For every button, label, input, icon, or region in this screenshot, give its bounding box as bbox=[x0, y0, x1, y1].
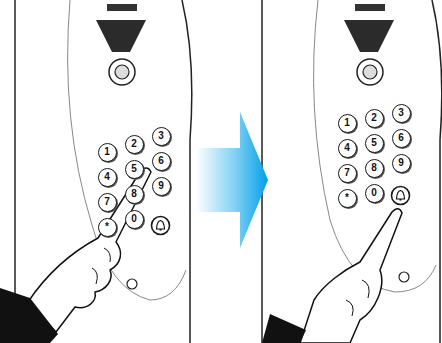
keypad-key: 6 bbox=[392, 129, 411, 148]
key-digit: * bbox=[105, 222, 109, 232]
entry-panel bbox=[15, 0, 192, 343]
keypad-key: 4 bbox=[98, 168, 117, 187]
key-digit: 0 bbox=[131, 214, 137, 224]
microphone-hole bbox=[399, 272, 409, 282]
keypad-key: 7 bbox=[98, 193, 117, 212]
keypad-key: 3 bbox=[152, 127, 171, 146]
name-plate bbox=[107, 4, 137, 11]
keypad-key: 2 bbox=[365, 109, 384, 128]
key-digit: 3 bbox=[158, 131, 164, 141]
keypad-key: 5 bbox=[365, 134, 384, 153]
keypad-key: * bbox=[338, 189, 357, 208]
keypad-key: 7 bbox=[338, 164, 357, 183]
keypad-key: 1 bbox=[98, 143, 117, 162]
key-digit: * bbox=[345, 193, 349, 203]
keypad-key: 1 bbox=[338, 114, 357, 133]
key-digit: 4 bbox=[344, 143, 350, 153]
key-digit: 0 bbox=[371, 188, 377, 198]
speaker-grille bbox=[96, 20, 146, 52]
keypad-key: 8 bbox=[365, 159, 384, 178]
microphone-hole bbox=[127, 279, 137, 289]
name-plate bbox=[355, 4, 385, 11]
call-key bbox=[152, 217, 170, 235]
keypad-key: * bbox=[98, 218, 117, 237]
key-digit: 7 bbox=[344, 168, 350, 178]
step-arrow bbox=[196, 112, 268, 248]
key-digit: 4 bbox=[104, 172, 110, 182]
key-digit: 2 bbox=[131, 139, 137, 149]
key-digit: 1 bbox=[344, 118, 350, 128]
keypad-key: 9 bbox=[152, 177, 171, 196]
key-digit: 3 bbox=[398, 108, 404, 118]
keypad-key: 6 bbox=[152, 152, 171, 171]
key-digit: 2 bbox=[371, 113, 377, 123]
pressing-hand bbox=[0, 168, 151, 343]
key-digit: 7 bbox=[104, 197, 110, 207]
call-key bbox=[392, 187, 410, 205]
keypad-key: 9 bbox=[392, 154, 411, 173]
entry-panel bbox=[262, 0, 442, 343]
key-digit: 8 bbox=[131, 189, 137, 199]
key-digit: 5 bbox=[371, 138, 377, 148]
keypad-key: 5 bbox=[125, 160, 144, 179]
key-digit: 1 bbox=[104, 147, 110, 157]
keypad-key: 2 bbox=[125, 135, 144, 154]
camera-lens bbox=[109, 59, 135, 85]
speaker-grille bbox=[344, 20, 394, 52]
keypad-key: 3 bbox=[392, 104, 411, 123]
key-digit: 9 bbox=[398, 158, 404, 168]
key-digit: 9 bbox=[158, 181, 164, 191]
keypad-key: 0 bbox=[365, 184, 384, 203]
key-digit: 8 bbox=[371, 163, 377, 173]
camera-lens bbox=[357, 59, 383, 85]
pressing-hand bbox=[262, 209, 402, 343]
key-digit: 6 bbox=[158, 156, 164, 166]
keypad-key: 0 bbox=[125, 210, 144, 229]
key-digit: 6 bbox=[398, 133, 404, 143]
keypad-key: 8 bbox=[125, 185, 144, 204]
key-digit: 5 bbox=[131, 164, 137, 174]
keypad-key: 4 bbox=[338, 139, 357, 158]
